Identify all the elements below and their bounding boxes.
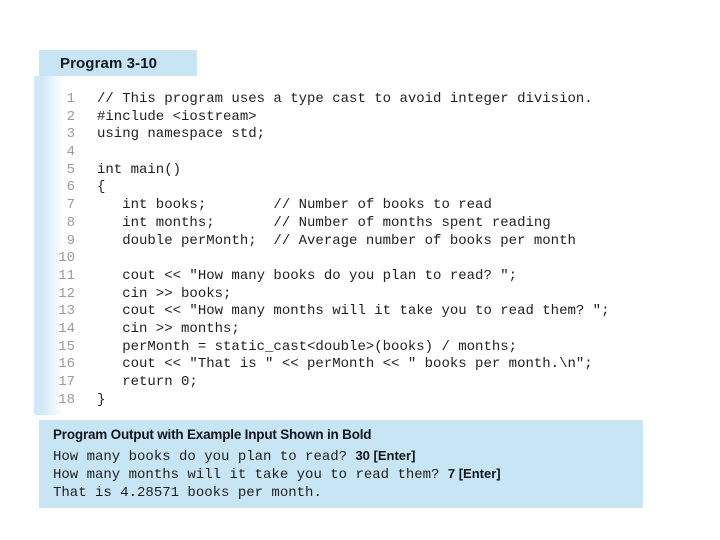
output-line-text: How many months will it take you to read…	[53, 467, 448, 483]
code-line-text: double perMonth; // Average number of bo…	[97, 232, 576, 249]
code-line: 7 int books; // Number of books to read	[35, 197, 609, 215]
code-line-text: cout << "How many books do you plan to r…	[97, 267, 518, 284]
code-line-number: 5	[66, 161, 75, 178]
code-listing: 1 // This program uses a type cast to av…	[35, 91, 609, 409]
code-line: 2 #include <iostream>	[35, 109, 609, 127]
code-line: 13 cout << "How many months will it take…	[35, 303, 609, 321]
code-line: 14 cin >> months;	[35, 321, 609, 339]
code-line-text: // This program uses a type cast to avoi…	[97, 91, 593, 107]
code-line: 18 }	[35, 392, 609, 410]
code-line-text: cin >> books;	[97, 285, 232, 302]
code-line: 5 int main()	[35, 162, 609, 180]
code-line: 15 perMonth = static_cast<double>(books)…	[35, 339, 609, 357]
code-line-text: perMonth = static_cast<double>(books) / …	[97, 338, 518, 355]
code-line-number: 11	[58, 267, 75, 284]
code-line-number: 16	[58, 356, 75, 373]
code-line-text: int books; // Number of books to read	[97, 197, 492, 214]
code-line-number: 18	[58, 391, 75, 408]
code-line-text: }	[97, 391, 106, 408]
code-line-text: cout << "That is " << perMonth << " book…	[97, 356, 593, 373]
code-line-number: 8	[66, 214, 75, 231]
code-line-number: 10	[58, 250, 75, 267]
code-line-number: 2	[66, 108, 75, 125]
listing-left-rule	[34, 76, 68, 415]
code-line-text: int months; // Number of months spent re…	[97, 214, 551, 231]
code-line: 8 int months; // Number of months spent …	[35, 215, 609, 233]
code-line-text: {	[97, 179, 106, 196]
code-line-number: 12	[58, 285, 75, 302]
code-line-number: 9	[66, 232, 75, 249]
code-line-number: 14	[58, 320, 75, 337]
program-listing-tab: Program 3-10	[39, 50, 197, 76]
code-line: 6 {	[35, 179, 609, 197]
code-line-text: int main()	[97, 161, 182, 178]
code-line-number: 4	[66, 144, 75, 161]
output-line: How many books do you plan to read? 30 […	[53, 447, 643, 465]
output-line-bold-input: 7 [Enter]	[447, 466, 501, 481]
output-line-text: How many books do you plan to read?	[53, 449, 356, 465]
program-listing-title: Program 3-10	[60, 54, 158, 72]
output-line-bold-input: 30 [Enter]	[355, 448, 416, 463]
code-line: 12 cin >> books;	[35, 286, 609, 304]
code-line-text: #include <iostream>	[97, 108, 257, 125]
code-line-text: using namespace std;	[97, 126, 266, 143]
code-line: 17 return 0;	[35, 374, 609, 392]
code-line-number: 13	[58, 303, 75, 320]
code-line: 10	[35, 250, 609, 268]
code-line: 4	[35, 144, 609, 162]
code-line-text: cin >> months;	[97, 320, 240, 337]
code-line: 11 cout << "How many books do you plan t…	[35, 268, 609, 286]
code-line-text: return 0;	[97, 374, 198, 390]
code-line-number: 6	[66, 179, 75, 196]
code-line: 3 using namespace std;	[35, 126, 609, 144]
code-line-number: 1	[66, 91, 75, 107]
code-line-number: 7	[66, 197, 75, 214]
code-line-number: 3	[66, 126, 75, 143]
program-output-lines: How many books do you plan to read? 30 […	[53, 447, 643, 501]
code-line: 16 cout << "That is " << perMonth << " b…	[35, 356, 609, 374]
code-line-text: cout << "How many months will it take yo…	[97, 303, 610, 320]
code-line-number: 17	[58, 374, 75, 390]
output-line: How many months will it take you to read…	[53, 465, 643, 483]
code-line: 9 double perMonth; // Average number of …	[35, 233, 609, 251]
program-output-title: Program Output with Example Input Shown …	[53, 427, 372, 442]
code-line: 1 // This program uses a type cast to av…	[35, 91, 609, 109]
output-line: That is 4.28571 books per month.	[53, 483, 643, 501]
output-line-text: That is 4.28571 books per month.	[53, 485, 322, 501]
program-output-box: Program Output with Example Input Shown …	[39, 420, 643, 508]
code-line-number: 15	[58, 338, 75, 355]
